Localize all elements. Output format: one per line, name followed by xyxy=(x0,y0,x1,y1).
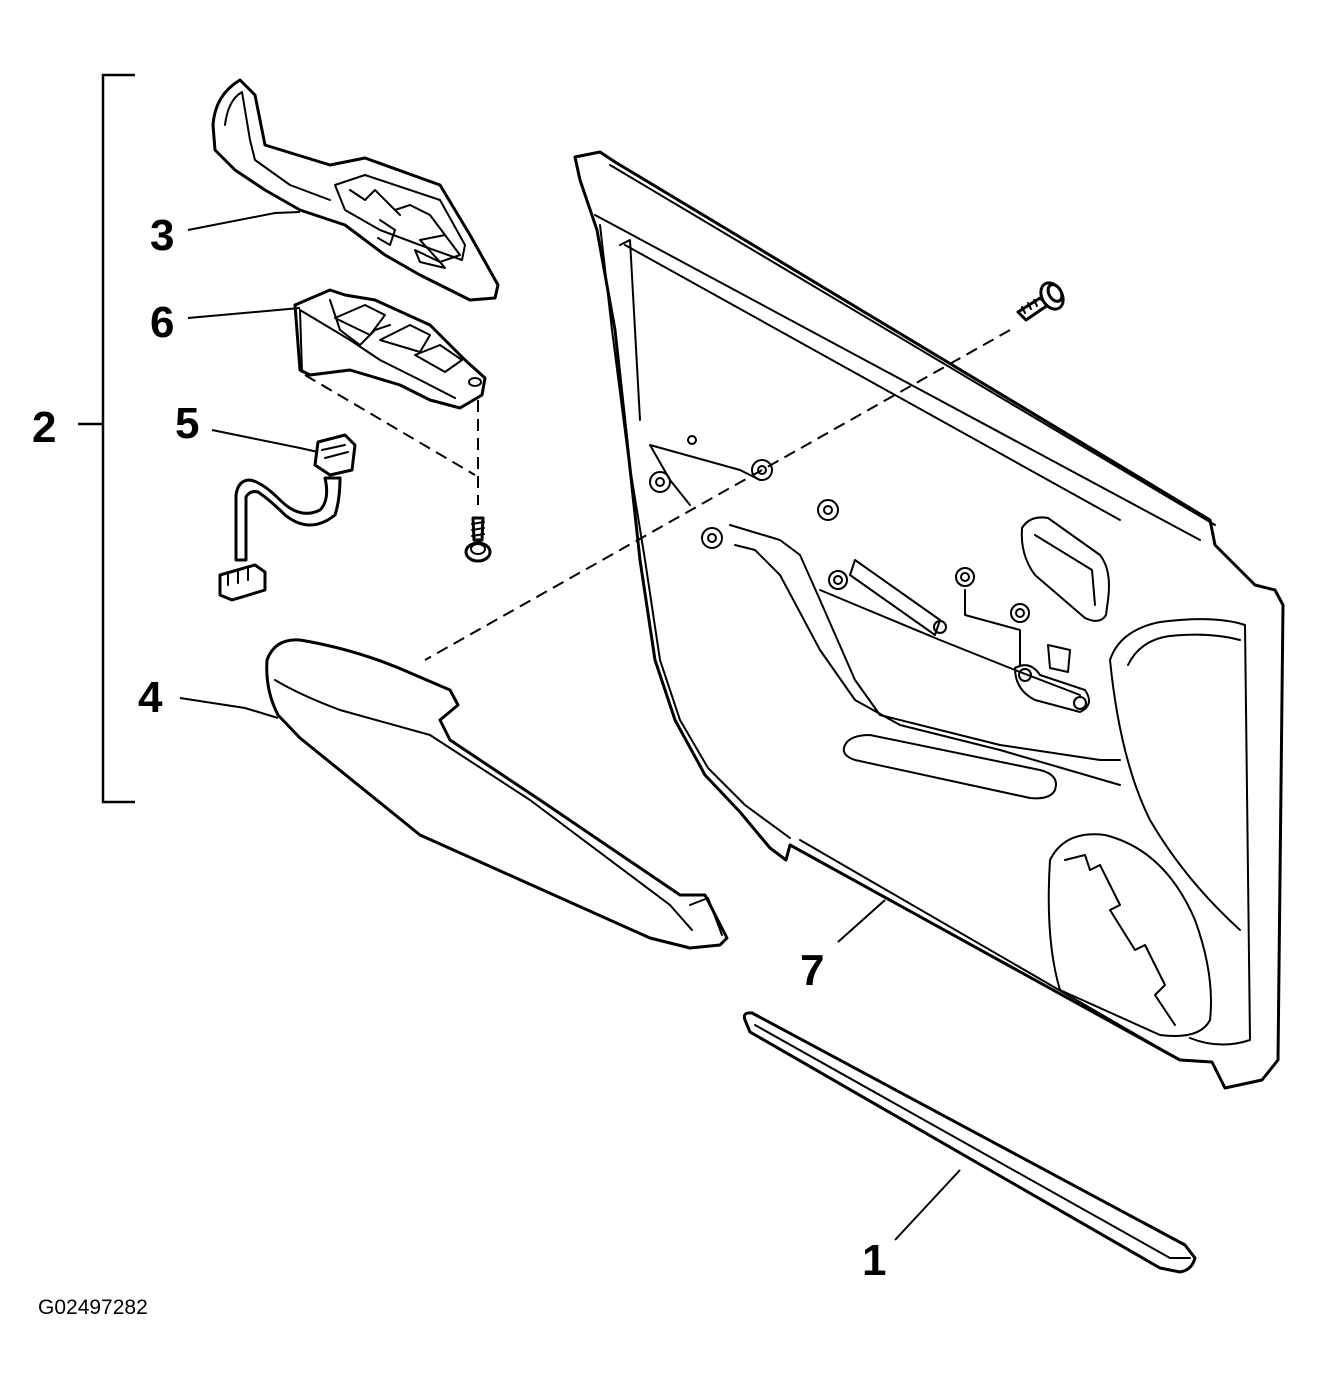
armrest-alignment-line xyxy=(424,469,763,661)
switch-screw xyxy=(464,516,492,563)
reference-code: G02497282 xyxy=(38,1296,148,1319)
door-trim-panel xyxy=(573,150,1285,1090)
sill-trim-strip xyxy=(742,1011,1197,1274)
clip-hole xyxy=(649,435,1087,710)
switch-bezel xyxy=(211,78,500,302)
callout-3: 3 xyxy=(150,211,174,260)
assembly-bracket xyxy=(78,73,135,804)
power-window-switch xyxy=(293,288,487,410)
wiring-harness xyxy=(218,433,357,602)
callout-1: 1 xyxy=(862,1236,886,1285)
callout-7: 7 xyxy=(800,946,824,995)
trim-panel-screw xyxy=(1016,281,1065,322)
callout-5: 5 xyxy=(175,399,199,448)
armrest-cover xyxy=(265,638,729,950)
callout-6: 6 xyxy=(150,298,174,347)
leader-lines xyxy=(179,211,961,1241)
callout-2: 2 xyxy=(32,403,56,452)
switch-alignment-line xyxy=(304,374,476,476)
callout-4: 4 xyxy=(138,673,163,722)
screw-alignment-line xyxy=(761,329,1011,471)
